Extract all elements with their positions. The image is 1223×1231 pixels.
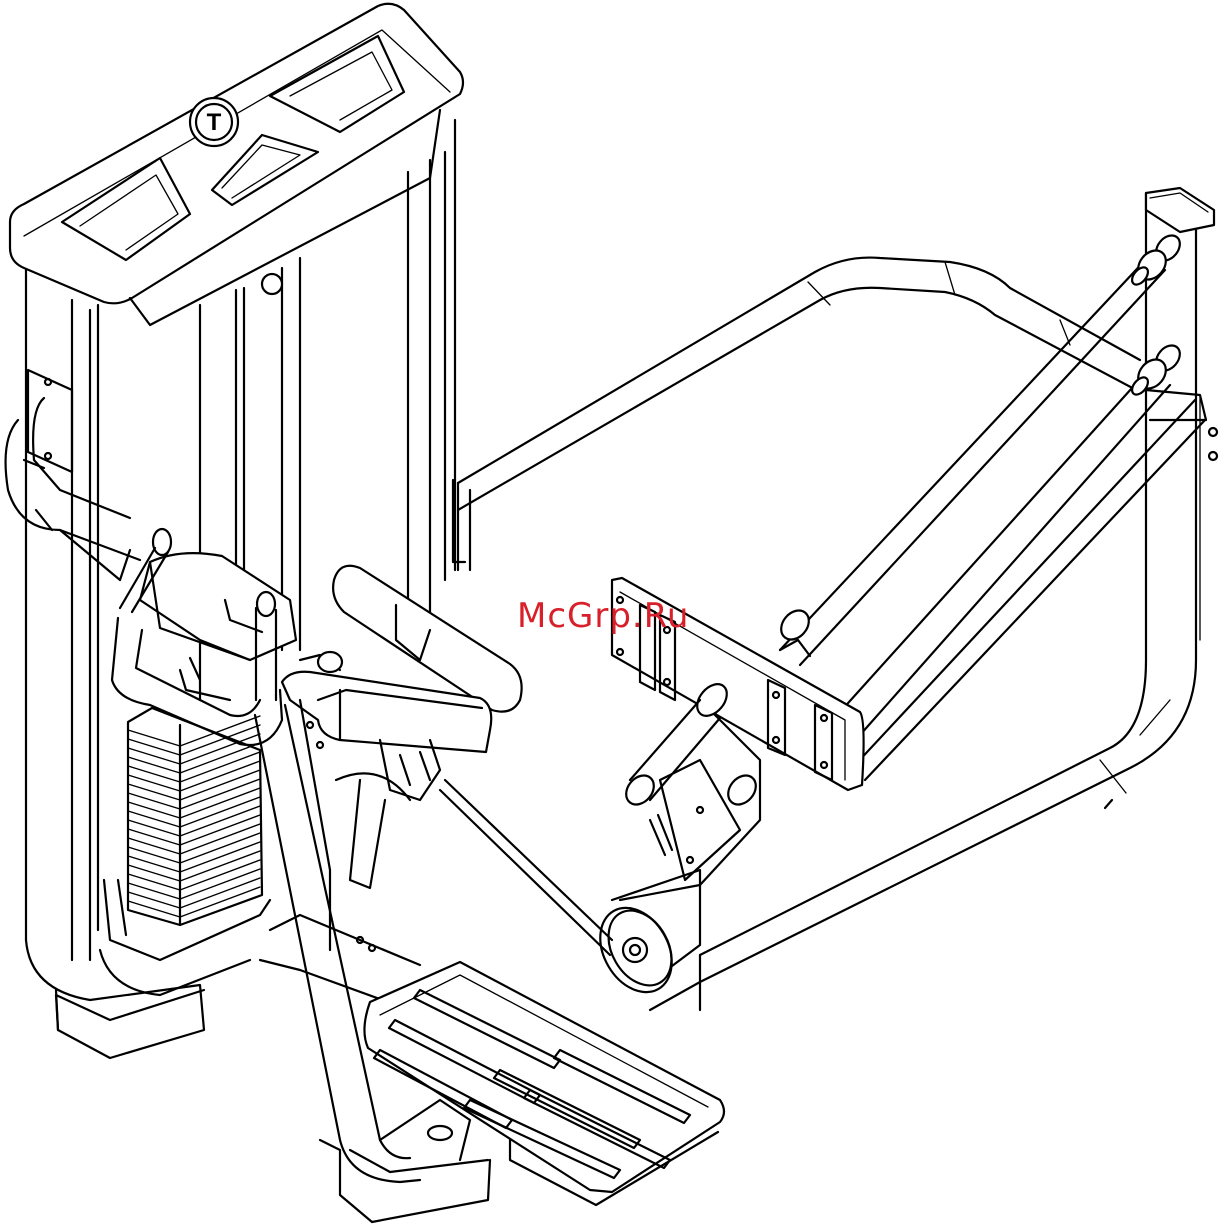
watermark-text: McGrp.Ru — [517, 596, 689, 636]
top-shroud: T — [10, 4, 463, 325]
seat-post — [255, 700, 490, 1222]
pivot-rods — [776, 231, 1205, 780]
left-handle-arm — [6, 398, 296, 745]
center-handles — [282, 566, 522, 888]
brand-logo-letter: T — [207, 109, 222, 136]
